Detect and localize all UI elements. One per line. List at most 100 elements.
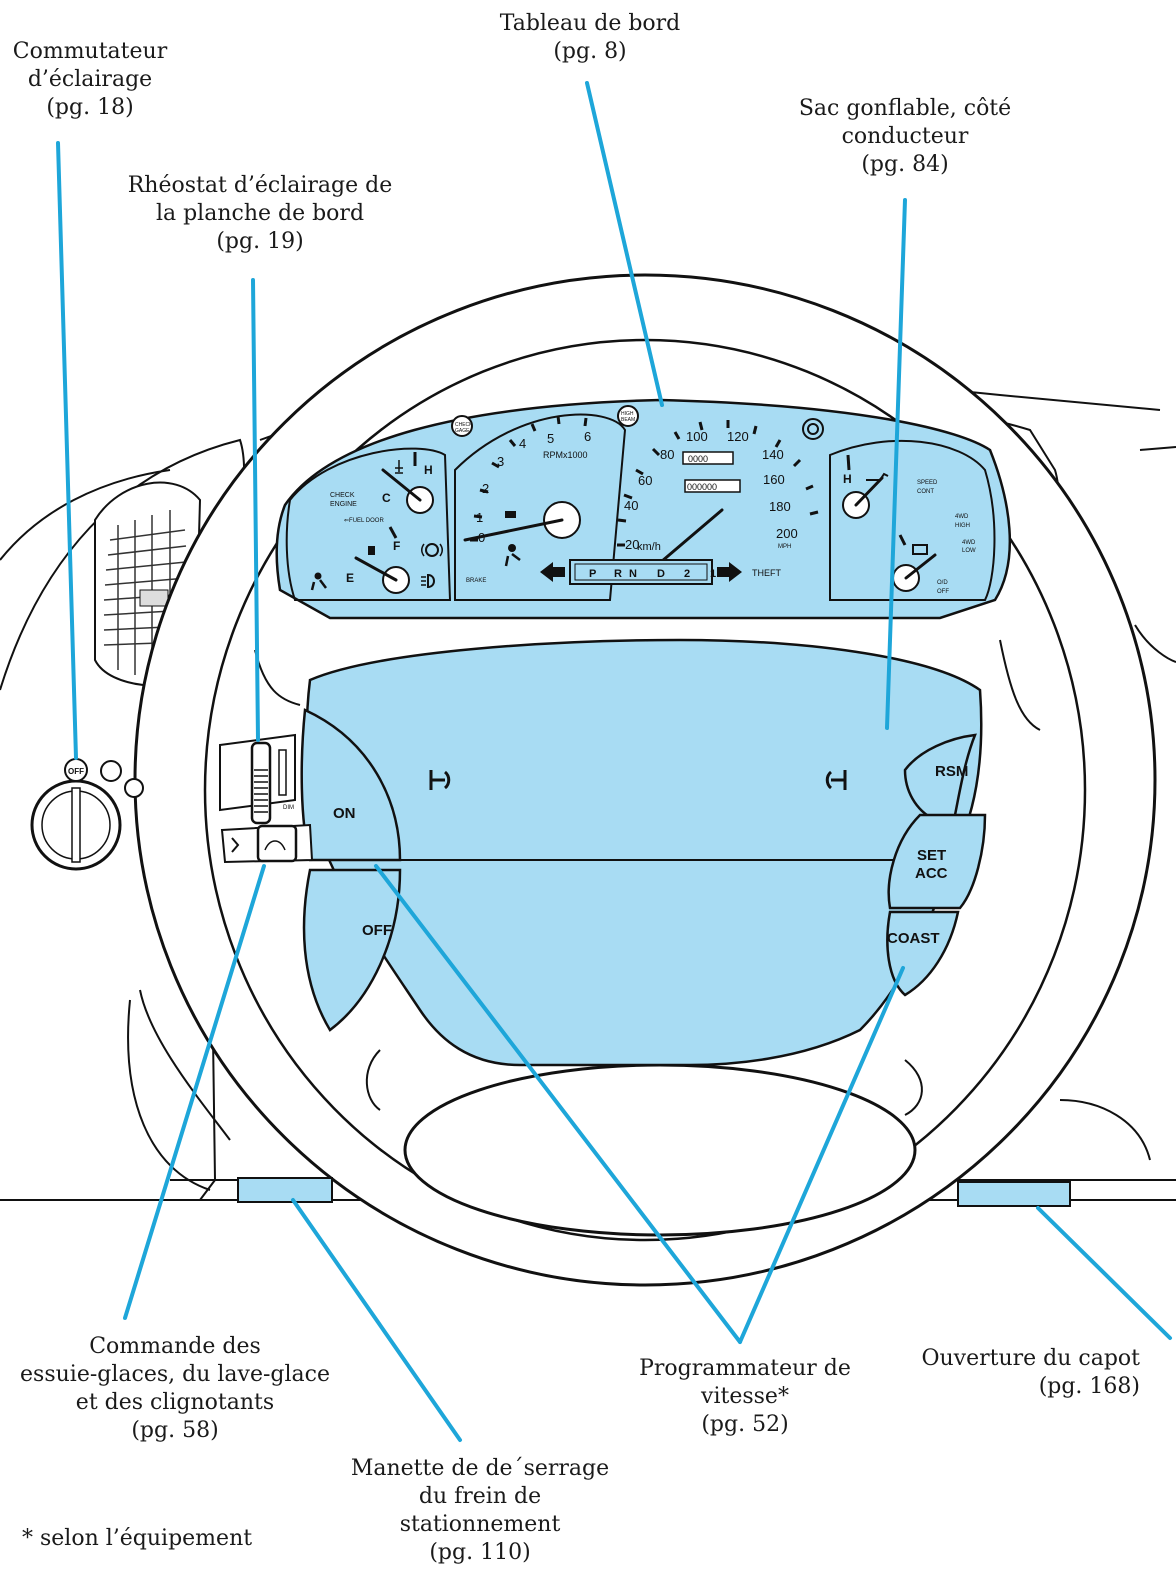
leader-programmateur-left — [374, 864, 742, 1344]
label-rheostat: Rhéostat d’éclairage de la planche de bo… — [127, 173, 393, 254]
speed-tick: 180 — [769, 499, 791, 514]
leader-commande — [123, 864, 266, 1320]
rpm-tick: 6 — [584, 429, 591, 444]
rpm-unit: RPMx1000 — [543, 450, 588, 460]
4wd-high-label: HIGH — [955, 523, 970, 529]
oil-pressure-icon — [866, 472, 889, 481]
cruise-rsm-button[interactable]: RSM — [935, 763, 968, 780]
headlamp-indicator-icon — [421, 573, 435, 589]
cruise-coast-button[interactable]: COAST — [887, 930, 940, 947]
speed-tick: 100 — [686, 429, 708, 444]
fuel-pump-icon — [368, 546, 375, 555]
speed-tick: 40 — [624, 498, 638, 513]
od-off-label: OFF — [937, 589, 949, 595]
parking-brake-release-handle — [237, 1177, 333, 1203]
fuel-door-label: ⇐FUEL DOOR — [344, 518, 384, 524]
temp-hot: H — [424, 463, 433, 477]
check-gage-label: CHECK — [455, 422, 473, 428]
rpm-tick: 5 — [547, 431, 554, 446]
battery-icon — [912, 544, 928, 555]
high-beam-label: BEAM — [621, 417, 635, 423]
brake-label: BRAKE — [466, 578, 486, 584]
cruise-set-acc-button-line1[interactable]: SET — [917, 847, 946, 864]
leader-sac — [885, 198, 907, 730]
oil-high: H — [843, 472, 852, 486]
gear-r: R — [614, 568, 622, 580]
4wd-high-label: 4WD — [955, 514, 969, 520]
fuel-full: F — [393, 539, 400, 553]
label-tableau-de-bord: Tableau de bord (pg. 8) — [499, 11, 681, 64]
turn-signal-icon — [231, 837, 240, 853]
gear-d: D — [657, 568, 665, 580]
instrument-cluster: 0 1 2 3 4 5 6 20 40 60 80 100 120 140 16… — [275, 398, 1011, 620]
airbag-warning-icon — [504, 544, 521, 567]
rpm-tick: 4 — [519, 436, 526, 451]
cruise-set-acc-button-line2[interactable]: ACC — [915, 865, 948, 882]
horn-icon-right — [825, 770, 847, 790]
temp-cold: C — [382, 491, 391, 505]
dim-label: DIM — [283, 805, 294, 811]
speed-cont-label: SPEED — [917, 480, 938, 486]
check-engine: ENGINE — [330, 501, 357, 508]
speed-unit: km/h — [637, 541, 661, 553]
check-engine: CHECK — [330, 492, 355, 499]
high-beam-label: HIGH — [621, 411, 634, 417]
4wd-low-label: 4WD — [962, 540, 976, 546]
wiper-icon — [264, 840, 286, 851]
label-sac-gonflable: Sac gonflable, côté conducteur (pg. 84) — [798, 96, 1012, 177]
parking-lamp-icon — [100, 760, 122, 782]
leader-programmateur-right — [738, 966, 905, 1344]
headlamp-on-icon — [124, 778, 144, 798]
footnote: * selon l’équipement — [22, 1526, 253, 1551]
leader-rheostat — [251, 278, 260, 742]
coolant-temp-icon — [395, 460, 403, 474]
theft-label: THEFT — [752, 568, 781, 578]
mph-label: MPH — [778, 544, 791, 550]
hood-release-handle — [957, 1181, 1071, 1207]
engine-icon — [505, 511, 516, 518]
leader-manette — [291, 1198, 462, 1442]
leader-ouverture — [1036, 1206, 1172, 1340]
speed-tick: 80 — [660, 447, 674, 462]
leader-lines — [56, 81, 1172, 1442]
speed-tick: 200 — [776, 526, 798, 541]
label-commutateur-eclairage: Commutateur d’éclairage (pg. 18) — [12, 39, 168, 120]
label-programmateur-vitesse: Programmateur de vitesse* (pg. 52) — [639, 1356, 851, 1437]
speed-tick: 60 — [638, 473, 652, 488]
rpm-tick: 1 — [476, 510, 483, 525]
cruise-on-button[interactable]: ON — [333, 805, 356, 822]
headlamp-off-label: OFF — [68, 767, 84, 776]
speed-tick: 140 — [762, 447, 784, 462]
horn-icon-left — [429, 770, 451, 790]
seatbelt-icon — [310, 572, 327, 591]
label-ouverture-capot: Ouverture du capot (pg. 168) — [921, 1346, 1140, 1399]
leader-commutateur — [56, 141, 78, 760]
gear-p: P — [589, 568, 596, 580]
check-gage-label: GAGE — [455, 428, 470, 434]
speed-tick: 160 — [763, 472, 785, 487]
rpm-tick: 0 — [478, 530, 485, 545]
brake-warning-icon — [421, 543, 443, 557]
speed-cont-label: CONT — [917, 489, 934, 495]
gear-2: 2 — [684, 568, 690, 580]
wiper-turn-signal-stalk — [220, 823, 314, 864]
gear-n: N — [629, 568, 637, 580]
label-commande-essuie-glaces: Commande des essuie-glaces, du lave-glac… — [20, 1334, 330, 1443]
label-manette-frein: Manette de de´serrage du frein de statio… — [350, 1456, 610, 1565]
cruise-off-button[interactable]: OFF — [362, 922, 392, 939]
odometer: 000000 — [687, 482, 717, 492]
od-off-label: O/D — [937, 580, 948, 586]
leader-tableau — [585, 81, 664, 407]
speed-tick: 20 — [625, 537, 639, 552]
rpm-tick: 2 — [482, 481, 489, 496]
4wd-low-label: LOW — [962, 548, 976, 554]
headlamp-switch: OFF — [30, 758, 144, 871]
speed-tick: 120 — [727, 429, 749, 444]
rpm-tick: 3 — [497, 454, 504, 469]
airbag-hub: ON OFF RSM SET ACC COAST — [300, 638, 987, 1067]
dimmer-control: DIM — [219, 733, 296, 825]
fuel-empty: E — [346, 571, 354, 585]
gear-1: 1 — [710, 568, 716, 580]
